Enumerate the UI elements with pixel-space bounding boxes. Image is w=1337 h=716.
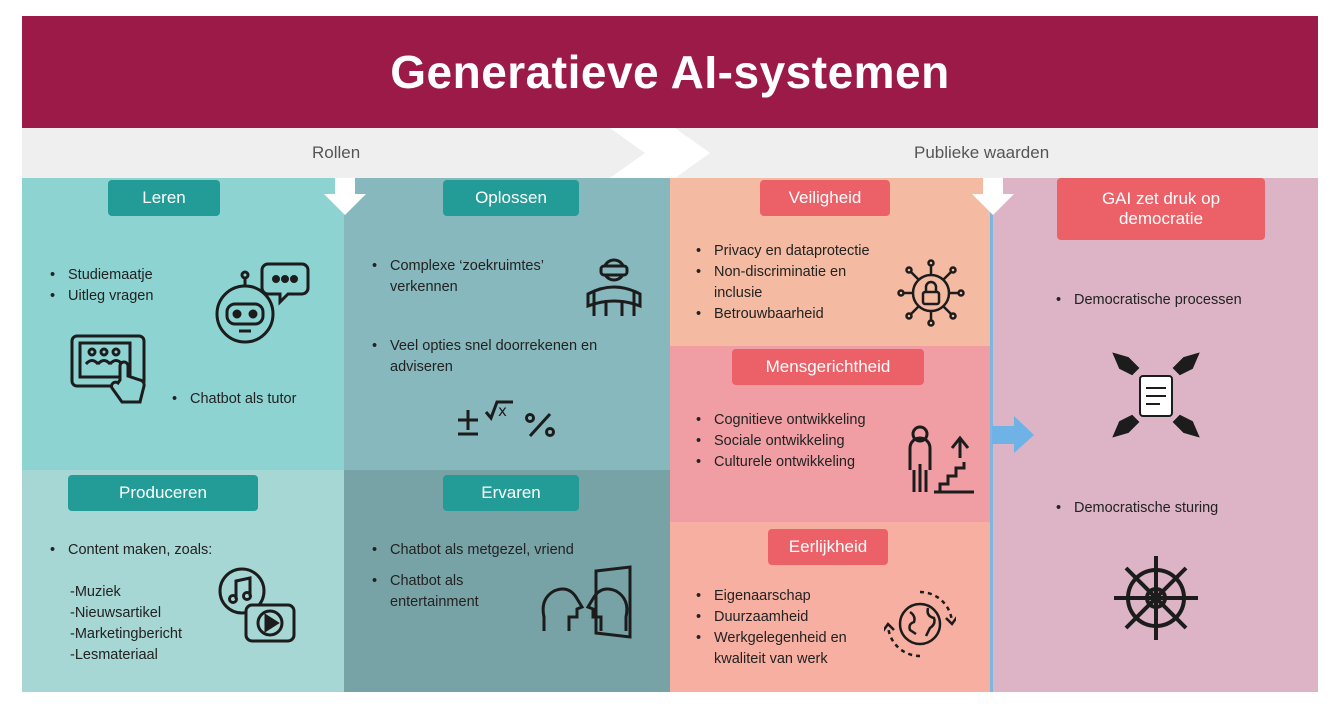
list-item: Duurzaamheid xyxy=(696,607,876,628)
page-title: Generatieve AI-systemen xyxy=(390,46,950,98)
list-item: Cognitieve ontwikkeling xyxy=(696,410,906,431)
hands-document-icon xyxy=(1110,348,1202,442)
vr-headset-person-icon xyxy=(582,256,646,320)
globe-cycle-icon xyxy=(884,588,956,660)
eerlijkheid-pill: Eerlijkheid xyxy=(768,529,888,565)
list-item: Chatbot als metgezel, vriend xyxy=(372,540,622,561)
gai-pill: GAI zet druk op democratie xyxy=(1057,178,1265,240)
list-item: Veel opties snel doorrekenen en advisere… xyxy=(372,336,622,378)
oplossen-list-1: Complexe ‘zoekruimtes’ verkennen xyxy=(372,256,552,298)
list-item: Democratische processen xyxy=(1056,290,1296,311)
list-item: Uitleg vragen xyxy=(50,286,210,307)
gai-list-1: Democratische processen xyxy=(1056,290,1296,311)
eerlijkheid-list: Eigenaarschap Duurzaamheid Werkgelegenhe… xyxy=(696,586,876,670)
blue-divider xyxy=(990,178,993,692)
list-item: Werkgelegenheid en kwaliteit van werk xyxy=(696,628,876,670)
title-bar: Generatieve AI-systemen xyxy=(22,16,1318,128)
list-item: Content maken, zoals: xyxy=(50,540,250,561)
produceren-list: Content maken, zoals: xyxy=(50,540,250,561)
ship-wheel-icon xyxy=(1110,552,1202,644)
mensgerichtheid-pill: Mensgerichtheid xyxy=(732,349,924,385)
circuit-lock-icon xyxy=(896,258,966,328)
produceren-sublist: -Muziek -Nieuwsartikel -Marketingbericht… xyxy=(70,582,240,666)
arrow-down-waarden-icon xyxy=(972,178,1014,215)
veiligheid-pill: Veiligheid xyxy=(760,180,890,216)
panel-leren xyxy=(22,178,344,470)
ervaren-pill: Ervaren xyxy=(443,475,579,511)
list-item: Privacy en dataprotectie xyxy=(696,241,886,262)
tablet-classroom-icon xyxy=(68,332,152,412)
produceren-pill: Produceren xyxy=(68,475,258,511)
veiligheid-list: Privacy en dataprotectie Non-discriminat… xyxy=(696,241,886,325)
chatbot-robot-icon xyxy=(210,262,310,346)
faces-mirror-icon xyxy=(540,565,634,639)
svg-text:x: x xyxy=(498,402,507,420)
music-video-icon xyxy=(218,565,298,645)
arrow-down-rollen-icon xyxy=(324,178,366,215)
list-item: Chatbot als entertainment xyxy=(372,571,502,613)
list-item: Studiemaatje xyxy=(50,265,210,286)
list-item: Complexe ‘zoekruimtes’ verkennen xyxy=(372,256,552,298)
list-item: -Marketingbericht xyxy=(70,626,183,643)
list-item: -Lesmateriaal xyxy=(70,647,158,664)
leren-list: Studiemaatje Uitleg vragen xyxy=(50,265,210,307)
math-symbols-icon: x xyxy=(454,398,564,438)
rollen-label: Rollen xyxy=(312,143,361,162)
publieke-waarden-label: Publieke waarden xyxy=(914,143,1050,162)
arrow-right-icon xyxy=(992,416,1034,453)
list-item: -Muziek xyxy=(70,584,121,600)
list-item: -Nieuwsartikel xyxy=(70,605,162,622)
list-item: Chatbot als tutor xyxy=(172,389,342,410)
oplossen-pill: Oplossen xyxy=(443,180,579,216)
chevron-separator-icon xyxy=(610,128,710,178)
person-stairs-icon xyxy=(906,424,976,496)
gai-list-2: Democratische sturing xyxy=(1056,498,1296,519)
mensgerichtheid-list: Cognitieve ontwikkeling Sociale ontwikke… xyxy=(696,410,906,473)
list-item: Non-discriminatie en inclusie xyxy=(696,262,886,304)
list-item: Betrouwbaarheid xyxy=(696,304,886,325)
ervaren-list-1: Chatbot als metgezel, vriend xyxy=(372,540,622,561)
list-item: Eigenaarschap xyxy=(696,586,876,607)
leren-pill: Leren xyxy=(108,180,220,216)
oplossen-list-2: Veel opties snel doorrekenen en advisere… xyxy=(372,336,622,378)
list-item: Sociale ontwikkeling xyxy=(696,431,906,452)
ervaren-list-2: Chatbot als entertainment xyxy=(372,571,502,613)
list-item: Culturele ontwikkeling xyxy=(696,452,906,473)
panel-oplossen xyxy=(344,178,670,470)
list-item: Democratische sturing xyxy=(1056,498,1296,519)
leren-extra-list: Chatbot als tutor xyxy=(172,389,342,410)
